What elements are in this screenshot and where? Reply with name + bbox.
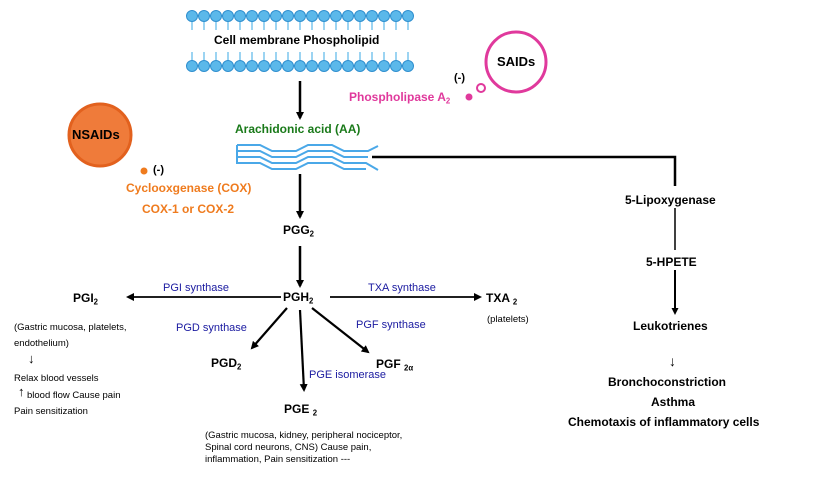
txa2-label: TXA 2	[486, 291, 518, 307]
pgi-up-arrow: ↑	[18, 384, 25, 399]
pge-site-note-2: Spinal cord neurons, CNS) Cause pain,	[205, 442, 372, 453]
nsaids-inhibit-sign: (-)	[153, 164, 164, 176]
pgi-site-note-1: (Gastric mucosa, platelets,	[14, 322, 127, 333]
lipid-head	[246, 10, 258, 22]
lipid-head	[246, 60, 258, 72]
pgd-synthase-label: PGD synthase	[176, 322, 247, 334]
cox-isoforms: COX-1 or COX-2	[142, 202, 235, 216]
lipid-head	[198, 60, 210, 72]
lipid-head	[306, 60, 318, 72]
saids-label: SAIDs	[497, 54, 536, 69]
pla2-label: Phospholipase A2	[349, 90, 451, 106]
pgi2-label: PGI2	[73, 291, 99, 307]
lipid-head	[318, 60, 330, 72]
lipid-head	[378, 10, 390, 22]
lipid-head	[258, 60, 270, 72]
lipid-head	[294, 60, 306, 72]
lipid-head	[198, 10, 210, 22]
lipid-head	[354, 10, 366, 22]
nsaids-label: NSAIDs	[72, 127, 120, 142]
lipid-head	[258, 10, 270, 22]
lipid-head	[270, 10, 282, 22]
lipid-head	[330, 10, 342, 22]
lipid-head	[234, 10, 246, 22]
leukotrienes-label: Leukotrienes	[633, 319, 708, 333]
nsaids-inhibit-dot	[140, 167, 148, 175]
lipid-head	[186, 60, 198, 72]
nsaids-circle	[67, 102, 133, 168]
lipid-head	[366, 10, 378, 22]
pla2-dot	[465, 93, 473, 101]
lipid-head	[186, 10, 198, 22]
lipid-head	[366, 60, 378, 72]
pge-isomerase-label: PGE isomerase	[309, 369, 387, 381]
lipid-head	[402, 60, 414, 72]
arrow-pgh-pgf	[311, 307, 370, 354]
pgf2a-label: PGF 2α	[376, 357, 414, 373]
pge-site-note-3: inflammation, Pain sensitization ---	[205, 454, 351, 465]
lipid-head	[294, 10, 306, 22]
pgg2-label: PGG2	[283, 223, 315, 239]
lipid-head	[282, 10, 294, 22]
membrane-bilayer-graphic	[186, 10, 414, 72]
lipid-head	[210, 10, 222, 22]
arachidonic-acid-molecule	[236, 144, 379, 171]
pgi-effect-3: Pain sensitization	[14, 406, 88, 417]
pgi-synthase-label: PGI synthase	[163, 282, 230, 294]
effect-asthma: Asthma	[651, 395, 696, 409]
pgd2-label: PGD2	[211, 356, 242, 372]
arrow-pgh-pge	[298, 309, 308, 392]
pgi-effect-2: blood flow Cause pain	[27, 390, 121, 401]
lipoxygenase-label: 5-Lipoxygenase	[625, 193, 716, 207]
leukotriene-down-arrow: ↓	[669, 353, 676, 369]
lipid-head	[354, 60, 366, 72]
connector-aa-lox	[372, 155, 677, 186]
pgf-synthase-label: PGF synthase	[356, 319, 426, 331]
lipid-head	[222, 10, 234, 22]
effect-bronchoconstriction: Bronchoconstriction	[608, 375, 727, 389]
lipid-head	[306, 10, 318, 22]
pgi-site-note-2: endothelium)	[14, 338, 69, 349]
hpete-label: 5-HPETE	[646, 255, 697, 269]
pgi-effect-1: Relax blood vessels	[14, 373, 99, 384]
pgi-down-arrow: ↓	[28, 351, 35, 366]
lipid-head	[390, 60, 402, 72]
pge2-label: PGE 2	[284, 402, 318, 418]
lipid-head	[330, 60, 342, 72]
pgh2-label: PGH2	[283, 290, 314, 306]
effect-chemotaxis: Chemotaxis of inflammatory cells	[568, 415, 760, 429]
membrane-label: Cell membrane Phospholipid	[214, 33, 380, 47]
arrow-pgh-pgd	[250, 307, 288, 350]
txa-site-note: (platelets)	[487, 314, 529, 325]
lipid-head	[402, 10, 414, 22]
lipid-head	[234, 60, 246, 72]
lipid-head	[390, 10, 402, 22]
pge-site-note-1: (Gastric mucosa, kidney, peripheral noci…	[205, 430, 403, 441]
lipid-head	[318, 10, 330, 22]
saids-inhibit-sign: (-)	[454, 72, 465, 84]
lipid-head	[222, 60, 234, 72]
lipid-head	[282, 60, 294, 72]
aa-label: Arachidonic acid (AA)	[235, 122, 361, 136]
txa-synthase-label: TXA synthase	[368, 282, 436, 294]
lipid-head	[378, 60, 390, 72]
lipid-head	[342, 10, 354, 22]
lipid-head	[270, 60, 282, 72]
cox-label: Cyclooxgenase (COX)	[126, 181, 252, 195]
lipid-head	[342, 60, 354, 72]
saids-circle	[484, 30, 548, 94]
lipid-head	[210, 60, 222, 72]
saids-inhibit-dot	[476, 83, 486, 93]
